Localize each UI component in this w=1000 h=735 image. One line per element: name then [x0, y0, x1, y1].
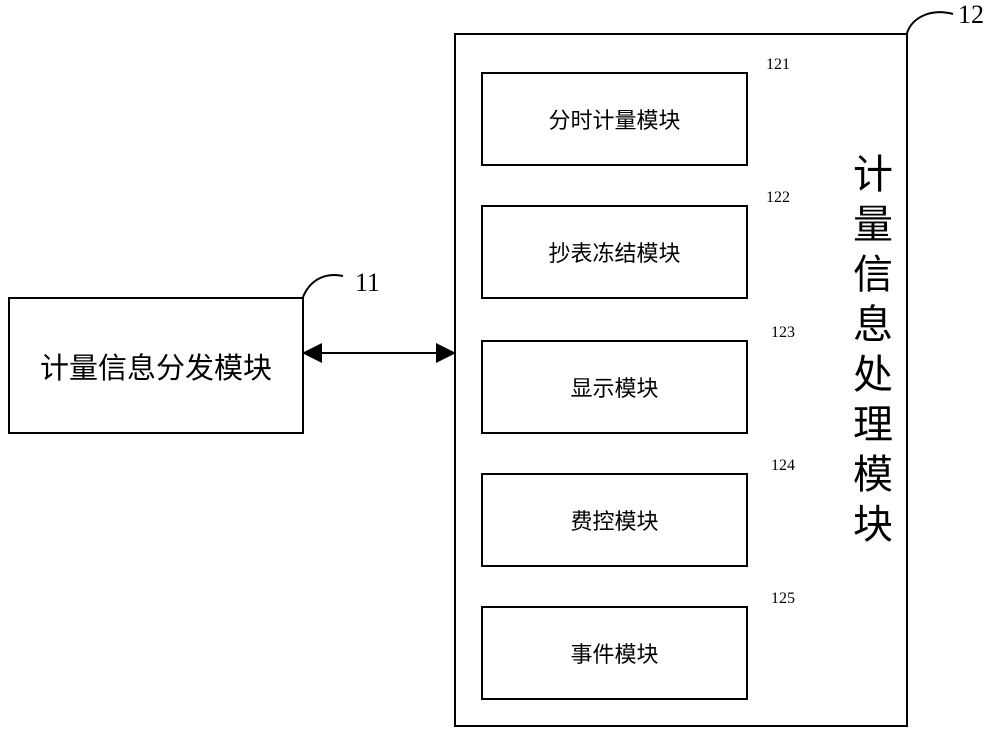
sub-module-ref: 123: [771, 324, 795, 341]
sub-module-label: 费控模块: [570, 510, 659, 535]
title-char: 理: [853, 402, 893, 448]
title-char: 量: [853, 202, 893, 248]
title-char: 块: [853, 502, 893, 548]
left-module-label: 计量信息分发模块: [39, 350, 272, 385]
time-of-use-metering-module: 分时计量模块: [481, 72, 748, 166]
title-char: 处: [853, 352, 893, 398]
sub-module-label: 显示模块: [570, 377, 659, 402]
title-char: 模: [853, 452, 893, 498]
outer-module-ref: 12: [958, 0, 984, 29]
sub-module-ref: 124: [771, 457, 795, 474]
sub-module-ref: 121: [766, 56, 790, 73]
leader-curve-11: [302, 274, 344, 298]
sub-module-label: 抄表冻结模块: [548, 242, 681, 267]
fee-control-module: 费控模块: [481, 473, 748, 567]
metering-info-distribution-module: 计量信息分发模块: [8, 297, 304, 434]
title-char: 息: [853, 302, 893, 348]
meter-reading-freeze-module: 抄表冻结模块: [481, 205, 748, 299]
title-char: 计: [853, 152, 893, 198]
sub-module-ref: 125: [771, 590, 795, 607]
left-module-ref: 11: [355, 268, 381, 297]
outer-module-title: 计 量 信 息 处 理 模 块: [838, 150, 908, 550]
sub-module-label: 分时计量模块: [548, 109, 681, 134]
sub-module-label: 事件模块: [570, 643, 659, 668]
display-module: 显示模块: [481, 340, 748, 434]
event-module: 事件模块: [481, 606, 748, 700]
sub-module-ref: 122: [766, 189, 790, 206]
title-char: 信: [853, 252, 893, 298]
leader-curve-12: [906, 11, 954, 34]
